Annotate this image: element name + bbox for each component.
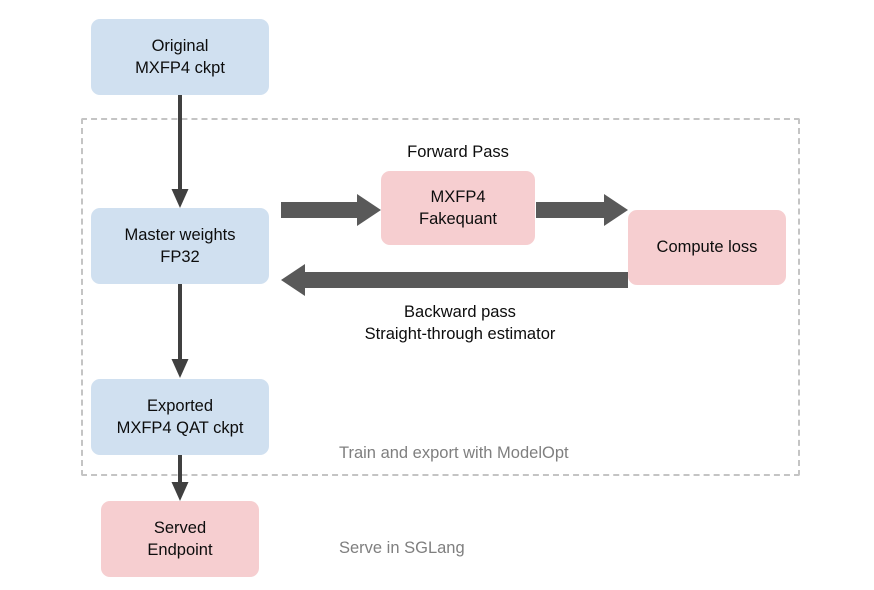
node-master-weights-fp32[interactable]: Master weights FP32 (91, 208, 269, 284)
group-box-train-and-export (81, 118, 800, 476)
arrow-backward-loss-to-master (281, 264, 628, 296)
caption-serve-in-sglang: Serve in SGLang (339, 539, 465, 557)
arrow-forward-fakequant-to-loss (536, 194, 628, 226)
label-backward-pass: Backward pass Straight-through estimator (364, 303, 556, 343)
node-mxfp4-fakequant[interactable]: MXFP4 Fakequant (381, 171, 535, 245)
node-exported-mxfp4-qat-ckpt[interactable]: Exported MXFP4 QAT ckpt (91, 379, 269, 455)
label-forward-pass: Forward Pass (407, 143, 509, 161)
arrow-forward-master-to-fakequant (281, 194, 381, 226)
node-original-mxfp4-ckpt[interactable]: Original MXFP4 ckpt (91, 19, 269, 95)
arrow-master-to-exported (171, 284, 189, 378)
arrow-exported-to-served (171, 455, 189, 501)
arrow-original-to-master (171, 95, 189, 208)
caption-train-and-export: Train and export with ModelOpt (339, 444, 569, 462)
node-compute-loss[interactable]: Compute loss (628, 210, 786, 285)
node-served-endpoint[interactable]: Served Endpoint (101, 501, 259, 577)
